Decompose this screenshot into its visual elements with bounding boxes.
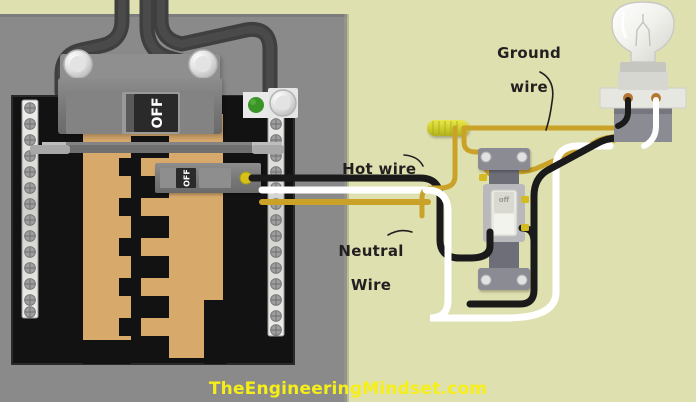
- switched-hot-segment: [530, 140, 600, 246]
- switch-hot-wiring: [466, 228, 494, 262]
- hot-wire-label: Hot wire: [320, 144, 416, 195]
- hot-wire-label-text: Hot wire: [342, 160, 417, 178]
- wire-nut: [427, 120, 469, 136]
- switch-state-off: off: [499, 196, 510, 204]
- hot-wire-run: [248, 174, 474, 262]
- ground-wire-label: Ground wire: [458, 28, 578, 113]
- panel-cross-bar: [30, 142, 284, 154]
- bulb-neutral-lead: [641, 97, 659, 149]
- light-switch[interactable]: [478, 148, 530, 290]
- switch-terminal-screws: [479, 174, 529, 231]
- neutral-wire-bend: [422, 186, 452, 322]
- main-breaker-state-off: OFF: [150, 97, 166, 128]
- ground-wire-label-line1: Ground: [497, 44, 561, 62]
- ground-terminal-knob: [268, 88, 298, 118]
- wall-right-edge: [344, 14, 349, 402]
- ground-wire-label-line2: wire: [510, 78, 548, 96]
- branch-breaker[interactable]: [155, 163, 261, 193]
- neutral-bus-bar-left: [21, 99, 39, 319]
- wall-top-edge: [0, 14, 347, 17]
- neutral-wire-label-line1: Neutral: [338, 242, 404, 260]
- neutral-bus-bar-right: [267, 99, 285, 337]
- ground-indicator-led: [243, 92, 269, 118]
- light-fixture: [599, 62, 687, 142]
- main-breaker[interactable]: [58, 49, 222, 134]
- bulb-hot-lead: [615, 97, 631, 129]
- neutral-wire-label: Neutral Wire: [305, 226, 415, 311]
- watermark: TheEngineeringMindset.com: [208, 379, 488, 399]
- light-bulb: [611, 1, 675, 63]
- neutral-wire-to-bulb: [440, 142, 614, 322]
- branch-breaker-state-off: OFF: [183, 169, 192, 187]
- leader-lines: [387, 71, 554, 236]
- neutral-wire-label-line2: Wire: [350, 276, 392, 294]
